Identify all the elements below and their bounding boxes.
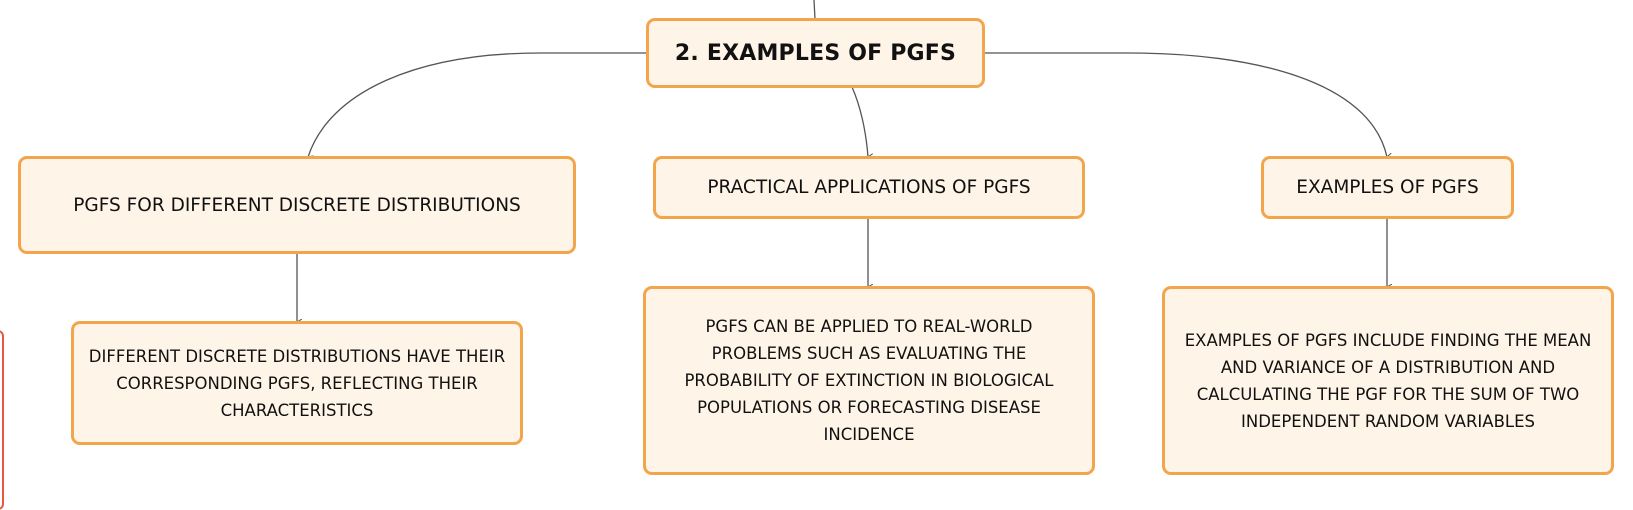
detail-node-discrete-distributions[interactable]: DIFFERENT DISCRETE DISTRIBUTIONS HAVE TH… bbox=[71, 321, 523, 445]
branch-node-practical-applications[interactable]: PRACTICAL APPLICATIONS OF PGFS bbox=[653, 156, 1085, 219]
root-node[interactable]: 2. EXAMPLES OF PGFS bbox=[646, 18, 985, 88]
detail-node-examples-of-pgfs[interactable]: EXAMPLES OF PGFS INCLUDE FINDING THE MEA… bbox=[1162, 286, 1614, 475]
connector-parent-to-root bbox=[813, 0, 816, 20]
detail-node-text: PGFS CAN BE APPLIED TO REAL-WORLD PROBLE… bbox=[684, 317, 1054, 444]
offscreen-node-edge bbox=[0, 330, 4, 510]
connector-lines bbox=[0, 0, 1633, 494]
detail-node-text: EXAMPLES OF PGFS INCLUDE FINDING THE MEA… bbox=[1184, 330, 1592, 431]
branch-node-examples-of-pgfs[interactable]: EXAMPLES OF PGFS bbox=[1261, 156, 1514, 219]
connector-root-to-branch-3 bbox=[983, 52, 1387, 157]
branch-node-pgfs-for-discrete-distributions[interactable]: PGFS FOR DIFFERENT DISCRETE DISTRIBUTION… bbox=[18, 156, 576, 254]
branch-node-label: PRACTICAL APPLICATIONS OF PGFS bbox=[707, 177, 1031, 198]
branch-node-label: PGFS FOR DIFFERENT DISCRETE DISTRIBUTION… bbox=[73, 194, 521, 216]
branch-node-label: EXAMPLES OF PGFS bbox=[1296, 177, 1479, 198]
detail-node-practical-applications[interactable]: PGFS CAN BE APPLIED TO REAL-WORLD PROBLE… bbox=[643, 286, 1095, 475]
detail-node-text: DIFFERENT DISCRETE DISTRIBUTIONS HAVE TH… bbox=[88, 346, 506, 420]
connector-root-to-branch-1 bbox=[308, 52, 647, 157]
root-node-label: 2. EXAMPLES OF PGFS bbox=[674, 40, 957, 66]
connector-root-to-branch-2 bbox=[851, 86, 868, 157]
